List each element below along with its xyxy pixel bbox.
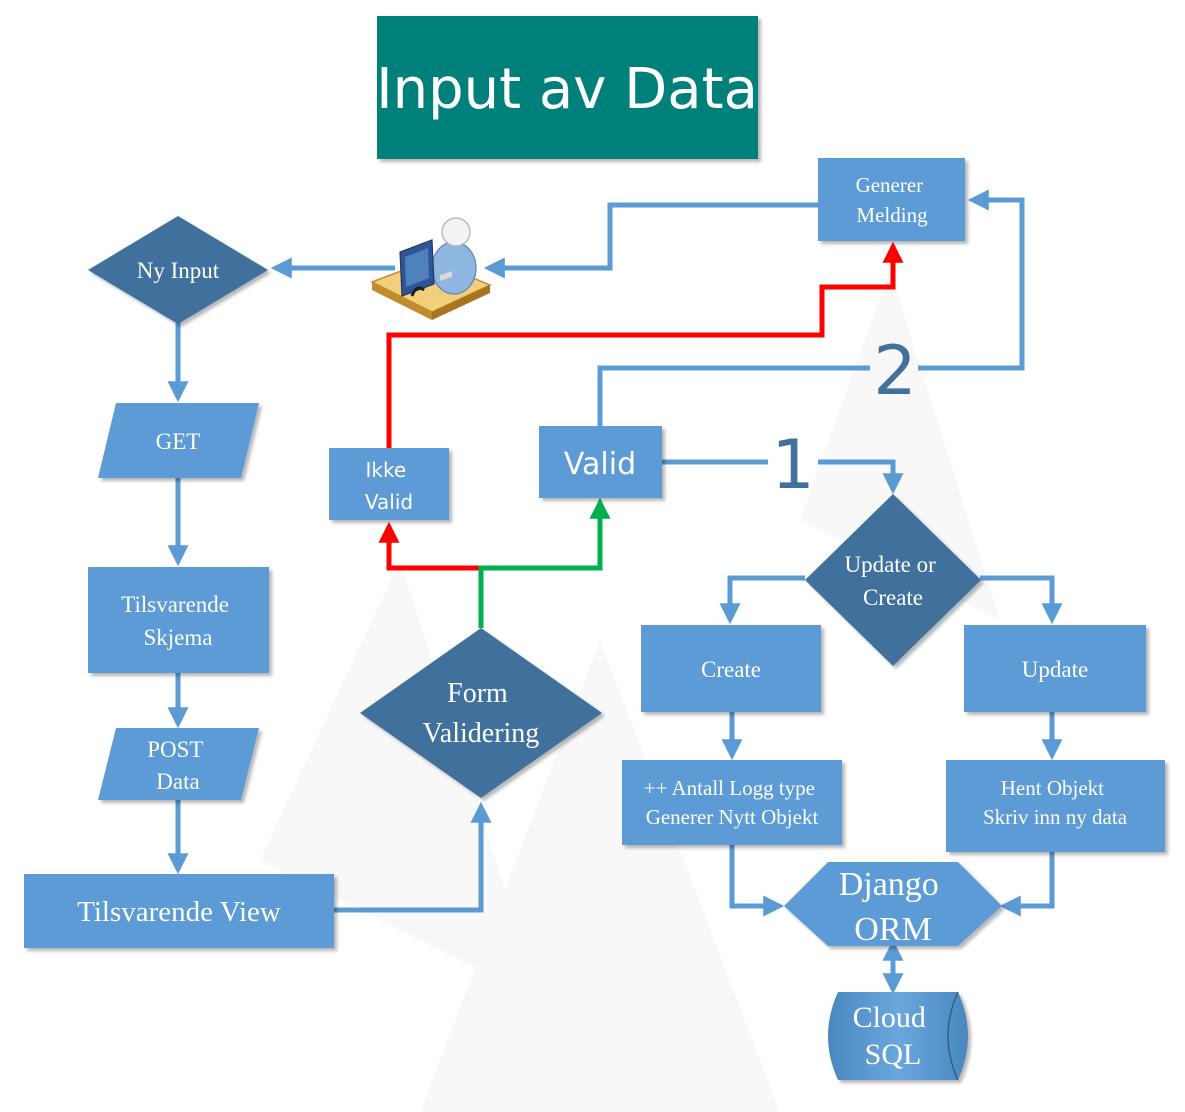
connector-updatestep-to-orm xyxy=(999,852,1055,917)
connector-validering-split xyxy=(478,565,484,628)
get-label: GET xyxy=(156,429,201,454)
valid-path xyxy=(478,497,611,628)
post-data-line-1: POST xyxy=(147,737,203,762)
django-orm-line-1: Django xyxy=(839,866,939,903)
connector-valid-to-melding xyxy=(597,365,870,426)
form-validering-diamond: Form Validering xyxy=(360,628,602,798)
post-data-line-2: Data xyxy=(156,769,199,794)
update-step-box: Hent Objekt Skriv inn ny data xyxy=(946,760,1165,852)
create-step-line-1: ++ Antall Logg type xyxy=(644,776,815,800)
update-or-create-diamond: Update or Create xyxy=(805,494,981,666)
post-data-parallelogram: POST Data xyxy=(98,728,259,800)
connector-decision-to-update xyxy=(980,575,1063,625)
create-step-box: ++ Antall Logg type Generer Nytt Objekt xyxy=(622,760,842,845)
view-box: Tilsvarende View xyxy=(24,874,334,948)
connector-validering-to-ikkevalid xyxy=(378,521,483,571)
create-label: Create xyxy=(701,657,761,682)
svg-text:Django ORM: Django ORM xyxy=(839,866,948,948)
update-or-create-line-1: Update or xyxy=(844,552,936,577)
svg-text:Generer Melding: Generer Melding xyxy=(856,173,929,227)
user-at-computer-icon xyxy=(370,217,492,320)
update-box: Update xyxy=(964,625,1146,712)
skjema-box: Tilsvarende Skjema xyxy=(88,567,269,673)
connector-path-1-to-decision xyxy=(818,459,904,495)
generer-melding-line-2: Melding xyxy=(856,203,928,227)
create-box: Create xyxy=(641,625,821,712)
invalid-path xyxy=(378,241,904,571)
django-orm-hexagon: Django ORM xyxy=(784,862,1002,948)
form-validering-line-2: Validering xyxy=(423,718,540,749)
cloud-sql-database: Cloud SQL xyxy=(828,991,968,1081)
svg-text:Update or Create: Update or Create xyxy=(844,552,941,610)
skjema-line-2: Skjema xyxy=(144,625,213,650)
svg-text:Cloud SQL: Cloud SQL xyxy=(853,1001,934,1071)
svg-text:++ Antall Logg type Gene: ++ Antall Logg type Generer Nytt Objekt xyxy=(644,776,821,829)
svg-text:Tilsvarende Skjema: Tilsvarende Skjema xyxy=(121,592,235,650)
update-step-line-1: Hent Objekt xyxy=(1001,776,1104,800)
generer-melding-box: Generer Melding xyxy=(818,158,965,241)
connector-path-2-to-melding xyxy=(918,189,1025,371)
update-step-line-2: Skriv inn ny data xyxy=(983,805,1128,829)
svg-text:Hent Objekt Skriv inn ny: Hent Objekt Skriv inn ny data xyxy=(983,776,1128,829)
svg-text:Form Validering: Form Validering xyxy=(423,678,540,749)
create-step-line-2: Generer Nytt Objekt xyxy=(646,805,819,829)
generer-melding-line-1: Generer xyxy=(856,173,924,197)
valid-label: Valid xyxy=(564,447,636,482)
page-title: Input av Data xyxy=(376,57,758,122)
svg-text:Ikke Valid: Ikke Valid xyxy=(365,458,413,514)
connector-view-to-validering xyxy=(334,801,492,913)
ikke-valid-line-2: Valid xyxy=(365,490,413,514)
title-banner: Input av Data xyxy=(376,16,758,159)
path-label-1: 1 xyxy=(771,426,814,505)
view-label: Tilsvarende View xyxy=(77,896,281,928)
ny-input-label: Ny Input xyxy=(137,258,220,283)
form-validering-line-1: Form xyxy=(447,678,508,709)
cloud-sql-line-2: SQL xyxy=(865,1038,922,1071)
cloud-sql-line-1: Cloud xyxy=(853,1001,926,1034)
connector-melding-to-user xyxy=(483,202,818,279)
valid-box: Valid xyxy=(539,426,662,498)
connector-decision-to-create xyxy=(719,575,805,625)
ikke-valid-line-1: Ikke xyxy=(365,458,406,482)
get-parallelogram: GET xyxy=(98,403,259,478)
update-label: Update xyxy=(1022,657,1088,682)
django-orm-line-2: ORM xyxy=(854,911,931,948)
ny-input-diamond: Ny Input xyxy=(88,216,268,324)
connectors xyxy=(167,189,1063,995)
ikke-valid-box: Ikke Valid xyxy=(329,448,449,520)
connector-ikkevalid-to-melding xyxy=(386,241,904,448)
update-or-create-line-2: Create xyxy=(863,585,923,610)
skjema-line-1: Tilsvarende xyxy=(121,592,229,617)
connector-validering-to-valid xyxy=(483,497,611,571)
path-label-2: 2 xyxy=(873,332,916,411)
svg-text:POST Data: POST Data xyxy=(147,737,209,794)
connector-createstep-to-orm xyxy=(729,845,785,917)
